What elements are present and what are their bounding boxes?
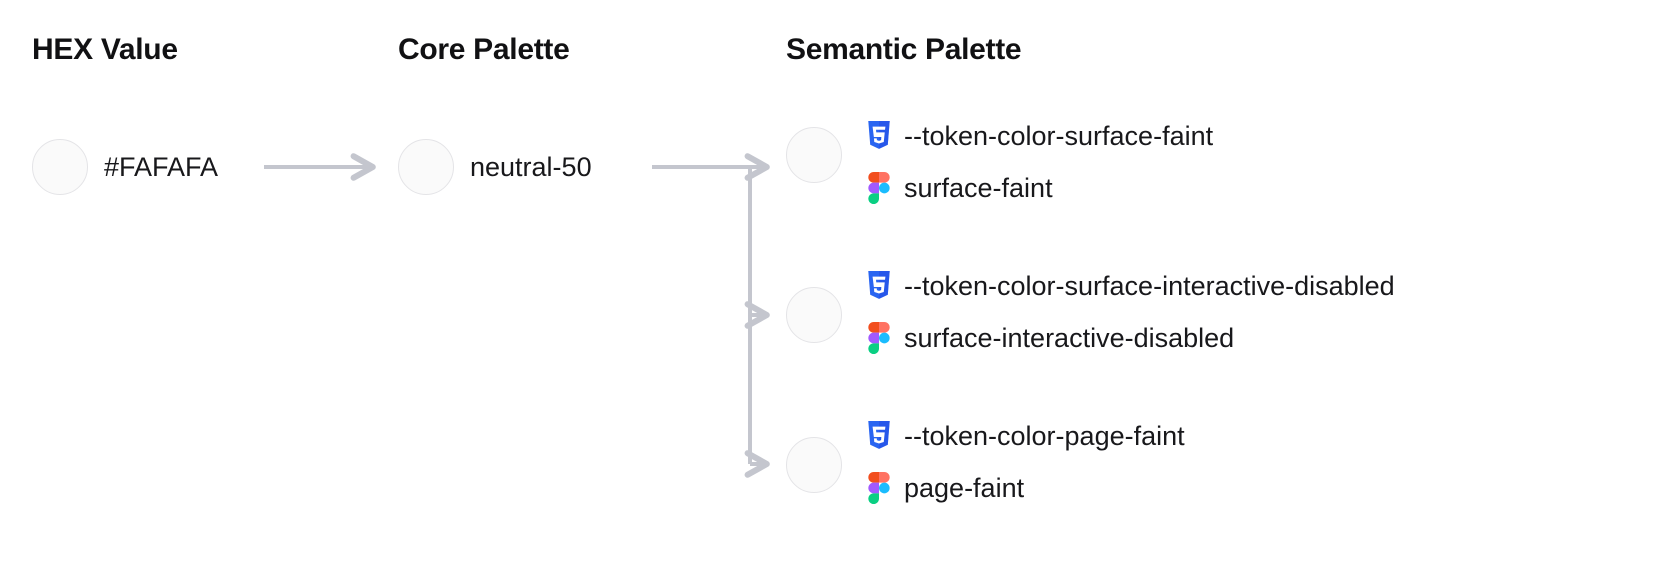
figma-token-text-1: surface-interactive-disabled [904, 322, 1235, 353]
figma-icon [868, 322, 890, 354]
semantic-item-1: --token-color-surface-interactive-disabl… [866, 268, 1395, 356]
css3-icon [866, 421, 892, 451]
swatch-hex-value[interactable] [32, 139, 88, 195]
semantic-item-0: --token-color-surface-faint surface-fain… [866, 118, 1213, 206]
css-token-line-1: --token-color-surface-interactive-disabl… [866, 268, 1395, 304]
css3-icon [866, 121, 892, 151]
figma-token-line-2: page-faint [866, 470, 1185, 506]
figma-token-text-0: surface-faint [904, 172, 1053, 203]
semantic-item-2: --token-color-page-faint page-faint [866, 418, 1185, 506]
swatch-semantic-1[interactable] [786, 287, 842, 343]
swatch-semantic-0[interactable] [786, 127, 842, 183]
css-token-text-2: --token-color-page-faint [904, 420, 1185, 451]
css-token-text-0: --token-color-surface-faint [904, 120, 1214, 151]
figma-token-line-0: surface-faint [866, 170, 1213, 206]
column-heading-core-palette: Core Palette [398, 33, 570, 66]
css3-icon [866, 271, 892, 301]
figma-icon [868, 172, 890, 204]
swatch-semantic-2[interactable] [786, 437, 842, 493]
figma-token-line-1: surface-interactive-disabled [866, 320, 1395, 356]
figma-token-text-2: page-faint [904, 472, 1025, 503]
swatch-core-palette[interactable] [398, 139, 454, 195]
figma-icon [868, 472, 890, 504]
css-token-line-2: --token-color-page-faint [866, 418, 1185, 454]
css-token-text-1: --token-color-surface-interactive-disabl… [904, 270, 1395, 301]
core-palette-label: neutral-50 [470, 152, 592, 182]
column-heading-hex-value: HEX Value [32, 33, 178, 66]
css-token-line-0: --token-color-surface-faint [866, 118, 1213, 154]
hex-value-label: #FAFAFA [104, 152, 219, 182]
column-heading-semantic-palette: Semantic Palette [786, 33, 1022, 66]
